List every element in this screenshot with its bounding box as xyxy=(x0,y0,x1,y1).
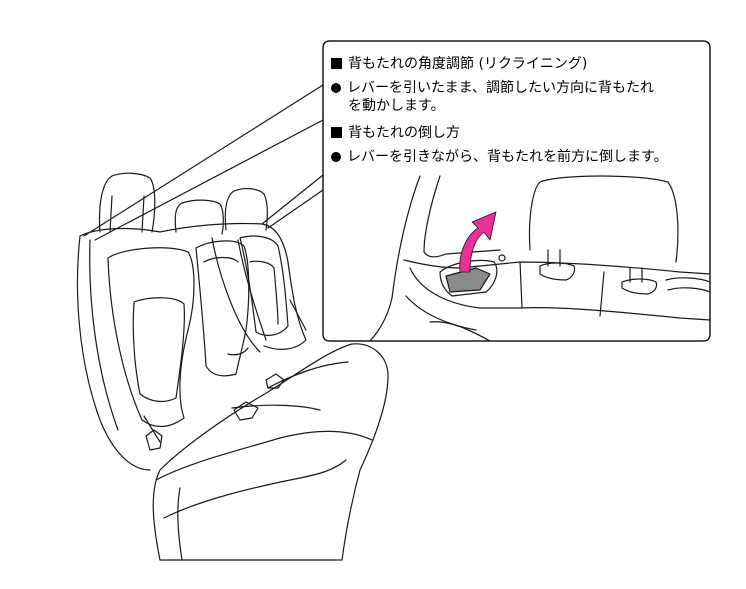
seat-cushion xyxy=(152,343,389,561)
fold-heading: 背もたれの倒し方 xyxy=(331,124,460,142)
seatback-outline xyxy=(79,222,307,350)
right-headrest xyxy=(224,188,268,231)
square-bullet-icon xyxy=(331,127,342,138)
inset-detail xyxy=(369,175,711,342)
callout-box xyxy=(322,40,711,342)
left-headrest xyxy=(98,172,156,233)
recline-step-continued: を動かします。 xyxy=(348,98,445,114)
recline-lever xyxy=(445,267,491,293)
recline-heading: 背もたれの角度調節 (リクライニング) xyxy=(331,55,587,73)
rear-seat xyxy=(76,172,389,561)
round-bullet-icon xyxy=(331,152,341,162)
center-headrest xyxy=(174,199,224,235)
right-backrest xyxy=(239,235,289,336)
square-bullet-icon xyxy=(331,58,342,69)
inset-headrest xyxy=(528,175,679,263)
center-backrest xyxy=(195,240,250,377)
left-backrest xyxy=(107,247,195,428)
fold-step: レバーを引きながら、背もたれを前方に倒します。 xyxy=(331,148,668,166)
recline-step: レバーを引いたまま、調節したい方向に背もたれ xyxy=(331,79,654,97)
leader-lines xyxy=(83,84,324,241)
round-bullet-icon xyxy=(331,83,341,93)
pull-arrow-icon xyxy=(459,211,497,273)
